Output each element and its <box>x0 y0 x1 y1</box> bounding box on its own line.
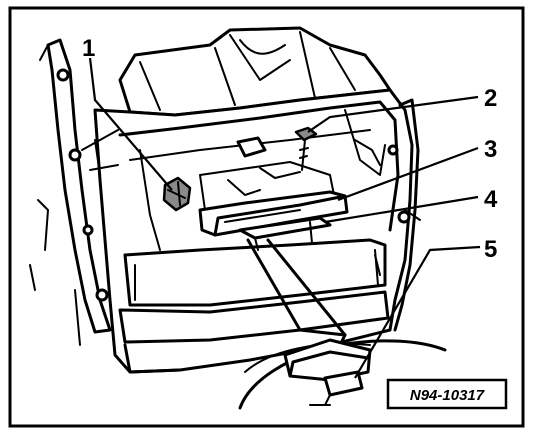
callout-5: 5 <box>484 236 497 263</box>
leader-2 <box>307 95 479 133</box>
leader-4 <box>324 195 479 224</box>
part-4-holder-bracket <box>238 216 332 251</box>
leader-5 <box>354 245 481 379</box>
callout-leader-lines <box>88 57 481 379</box>
part-5-cover-cap <box>246 238 372 406</box>
leader-1 <box>88 57 173 191</box>
figure-id-box: N94-10317 <box>386 378 508 410</box>
callout-4: 4 <box>484 186 498 213</box>
callout-1: 1 <box>82 35 95 62</box>
callout-2: 2 <box>484 85 497 112</box>
leader-3 <box>337 146 479 202</box>
part-3-switch-module <box>198 190 349 237</box>
part-1-retaining-clip <box>162 176 192 212</box>
figure-id-label: N94-10317 <box>410 387 485 404</box>
callout-3: 3 <box>484 136 497 163</box>
